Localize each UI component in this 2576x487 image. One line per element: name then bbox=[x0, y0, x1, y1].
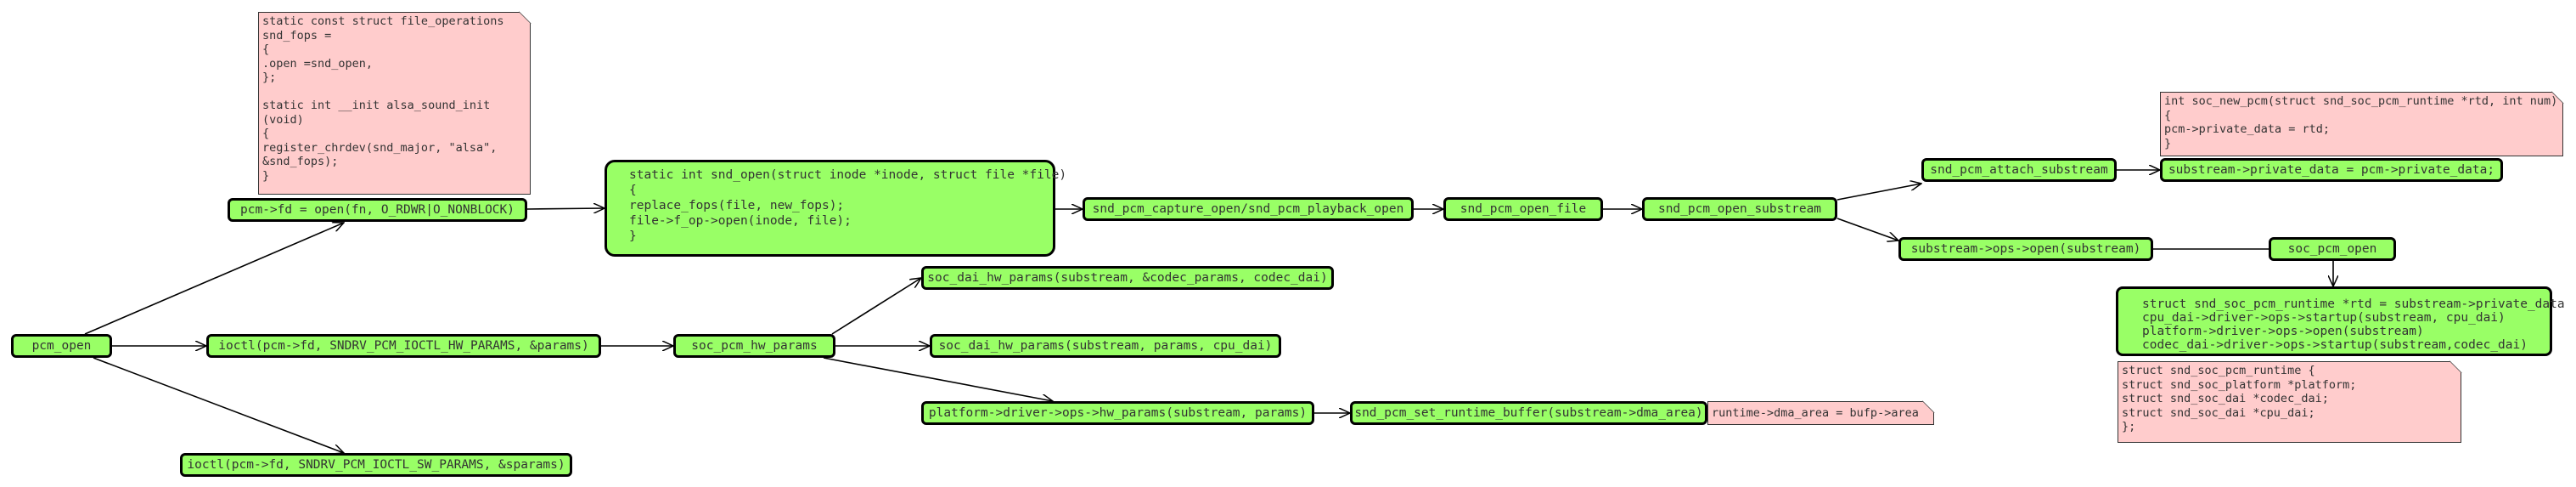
node-cpu-hw-params[interactable]: soc_dai_hw_params(substream, params, cpu… bbox=[930, 334, 1281, 358]
edge-open-sndopen bbox=[526, 208, 605, 209]
edge-sochw-platform bbox=[823, 357, 1053, 401]
node-snd-pcm-open-file[interactable]: snd_pcm_open_file bbox=[1443, 197, 1603, 221]
node-codec-hw-params[interactable]: soc_dai_hw_params(substream, &codec_para… bbox=[921, 266, 1334, 290]
note-soc-new-pcm: int soc_new_pcm(struct snd_soc_pcm_runti… bbox=[2160, 92, 2563, 156]
node-platform-hw-params[interactable]: platform->driver->ops->hw_params(substre… bbox=[921, 401, 1314, 425]
note-dma-area: runtime->dma_area = bufp->area bbox=[1707, 401, 1934, 425]
node-pcm-open[interactable]: pcm_open bbox=[11, 334, 112, 358]
note-file-operations: static const struct file_operations snd_… bbox=[258, 12, 531, 195]
node-snd-pcm-attach-substream[interactable]: snd_pcm_attach_substream bbox=[1921, 158, 2117, 182]
node-open-call[interactable]: pcm->fd = open(fn, O_RDWR|O_NONBLOCK) bbox=[228, 198, 527, 222]
edge-pcmopen-ioctlsw bbox=[93, 357, 344, 453]
node-soc-pcm-open[interactable]: soc_pcm_open bbox=[2269, 237, 2396, 261]
edge-pcmopen-open bbox=[84, 223, 344, 335]
node-private-data-assign[interactable]: substream->private_data = pcm->private_d… bbox=[2160, 158, 2503, 182]
node-ioctl-hw-params[interactable]: ioctl(pcm->fd, SNDRV_PCM_IOCTL_HW_PARAMS… bbox=[206, 334, 601, 358]
node-snd-open[interactable]: static int snd_open(struct inode *inode,… bbox=[605, 160, 1066, 257]
node-set-runtime-buffer[interactable]: snd_pcm_set_runtime_buffer(substream->dm… bbox=[1350, 401, 1707, 425]
edge-sochw-codec bbox=[831, 278, 921, 335]
note-runtime-struct: struct snd_soc_pcm_runtime { struct snd_… bbox=[2118, 361, 2461, 443]
node-soc-pcm-hw-params[interactable]: soc_pcm_hw_params bbox=[673, 334, 835, 358]
node-soc-pcm-open-body[interactable]: struct snd_soc_pcm_runtime *rtd = substr… bbox=[2116, 286, 2565, 356]
node-capture-playback-open[interactable]: snd_pcm_capture_open/snd_pcm_playback_op… bbox=[1083, 197, 1414, 221]
node-snd-pcm-open-substream[interactable]: snd_pcm_open_substream bbox=[1642, 197, 1837, 221]
edge-substream-attach bbox=[1836, 184, 1921, 201]
node-ioctl-sw-params[interactable]: ioctl(pcm->fd, SNDRV_PCM_IOCTL_SW_PARAMS… bbox=[180, 453, 572, 477]
node-substream-ops-open[interactable]: substream->ops->open(substream) bbox=[1898, 237, 2153, 261]
edge-substream-opsopen bbox=[1836, 218, 1898, 241]
